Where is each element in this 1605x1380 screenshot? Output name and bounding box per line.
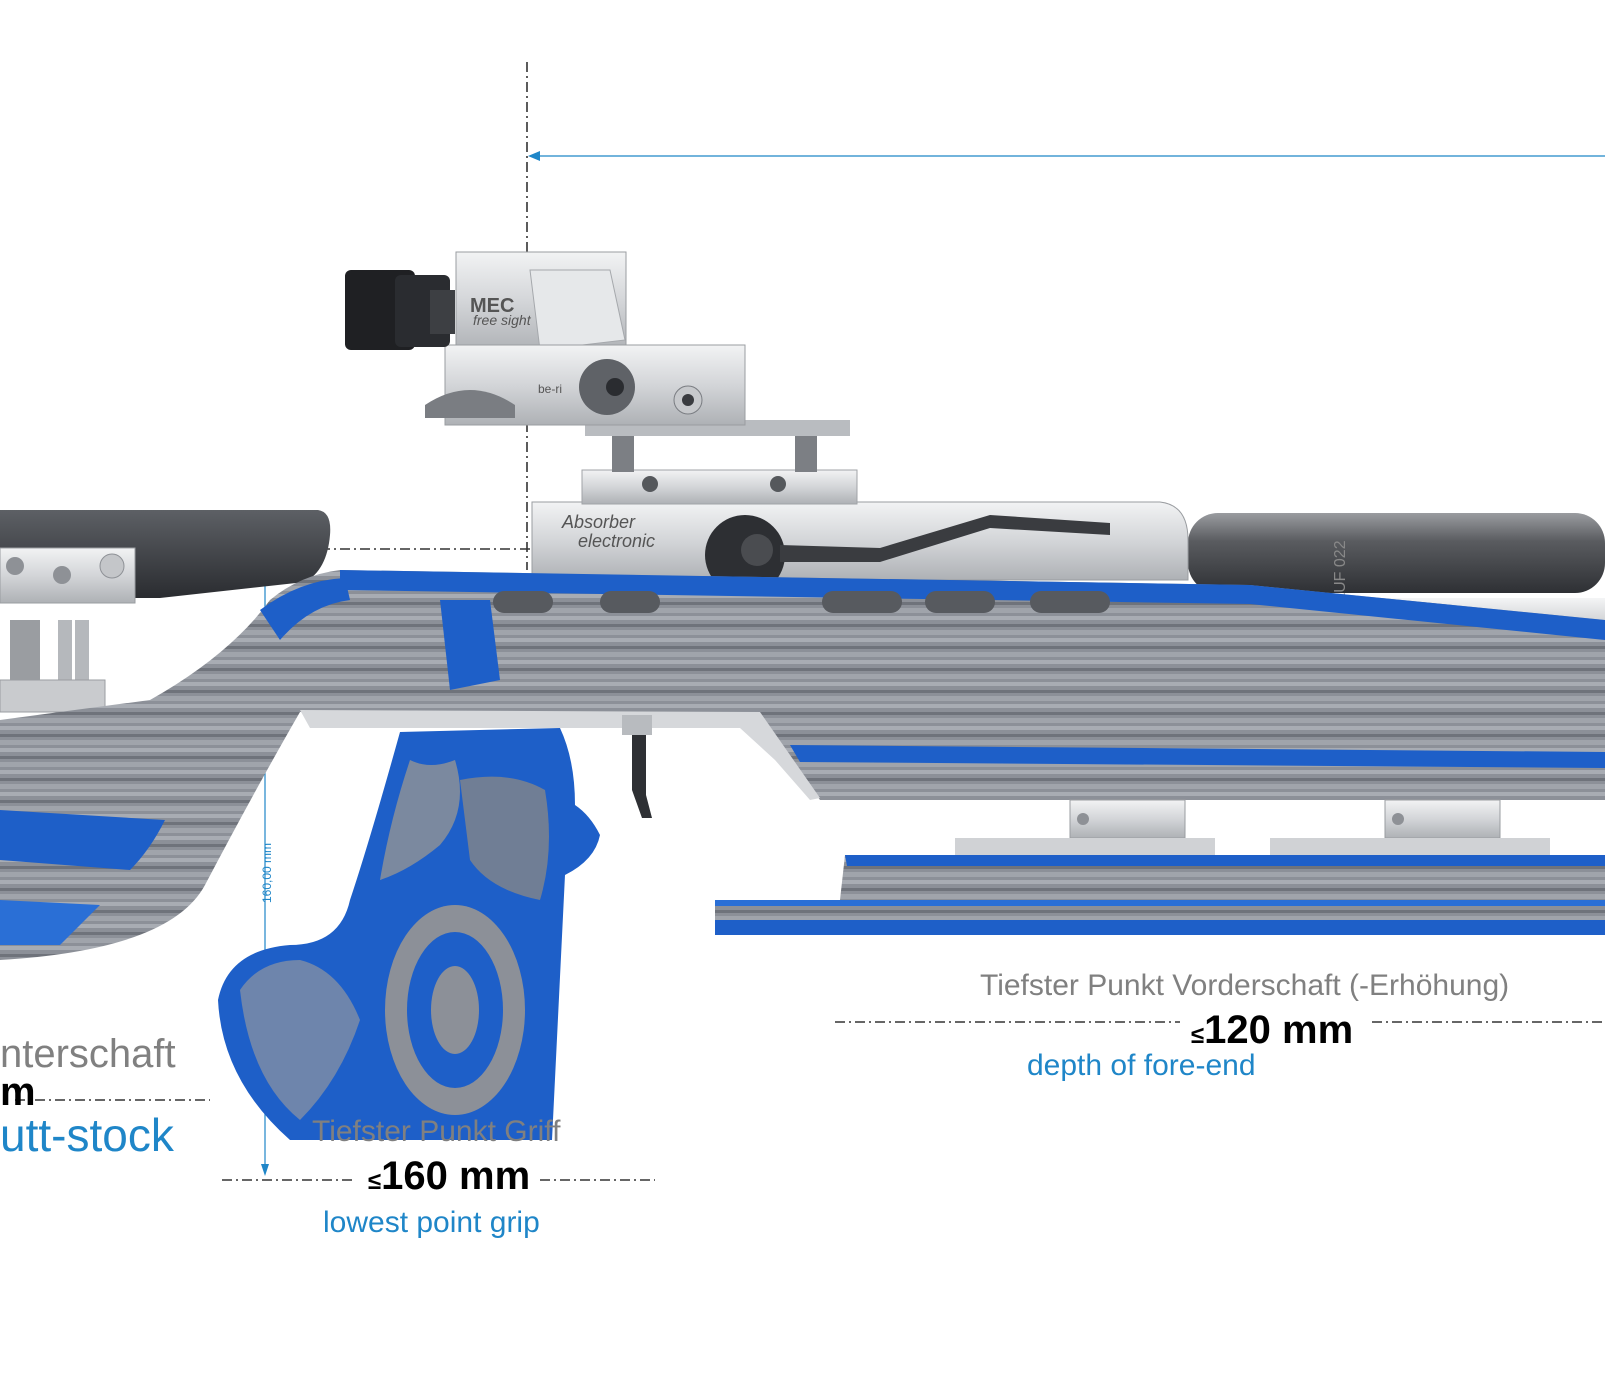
vent-slot-4 [925,591,995,613]
cheek-piece [0,510,331,713]
grip-label-de: Tiefster Punkt Griff [312,1115,561,1148]
absorber-label-2: electronic [578,531,655,551]
riser-screw-1 [1077,813,1089,825]
stock-blue-wrist [440,600,500,690]
grip-arrow-bottom [261,1164,269,1176]
grip-label-en: lowest point grip [323,1206,540,1239]
sight-post-2 [795,430,817,472]
cocking-lever [780,515,1110,562]
riser-blue-top [845,855,1605,866]
trigger [622,715,652,818]
forend-le-sign: ≤ [1191,1022,1205,1049]
cheek-post-threaded [10,620,40,690]
grip-value-number: 160 mm [381,1154,531,1198]
cheek-post-2 [75,620,89,690]
riser-rail [715,855,1605,935]
rail-screw-2 [770,476,786,492]
riser-clamp-1 [955,838,1215,856]
sight-model: free sight [473,312,532,328]
stock-blue-band-mid [790,745,1605,768]
stock [0,570,1605,960]
riser-blue-bottom [715,920,1605,935]
stock-blue-band-butt [0,810,165,870]
cheek-clamp [0,679,106,713]
rail-screw-1 [642,476,658,492]
stock-blue-comb [260,578,350,640]
vent-slot-3 [822,591,902,613]
vent-slot-2 [600,591,660,613]
sight-maker: be-ri [538,382,562,396]
forend-value: ≤120 mm [1191,1010,1353,1050]
diopter-sight: MEC free sight be-ri [345,251,746,426]
forend-riser [715,799,1605,935]
hex-screw-socket [682,394,694,406]
sight-brand: MEC [470,295,514,317]
sight-post-1 [612,430,634,472]
grip-grain-2 [460,776,549,900]
pistol-grip [218,728,600,1140]
forend-label-de: Tiefster Punkt Vorderschaft (-Erhöhung) [980,969,1510,1002]
grip-vertical-dimension-label: 160,00 mm [260,842,274,903]
riser-bracket-1 [1069,799,1186,839]
buttstock-label-en: utt-stock [0,1109,174,1161]
action: Absorber electronic [531,420,1189,595]
trigger-blade [632,735,652,818]
riser-blue-mid [715,900,1605,906]
barrel [1188,513,1605,593]
grip-value: ≤160 mm [368,1156,530,1196]
absorber-label-1: Absorber [561,512,636,532]
riser-screw-2 [1392,813,1404,825]
windage-knob [425,390,515,418]
riser-clamp-2 [1270,838,1550,856]
elevation-knob-center [606,378,624,396]
stock-blue-band-top [340,570,1605,640]
grip-knot-inner [431,966,479,1054]
vent-slot-1 [493,591,553,613]
cheek-screw-2 [53,566,71,584]
buttstock-value: m [0,1070,36,1114]
cheek-screw-1 [6,557,24,575]
forend-label-en: depth of fore-end [1027,1049,1256,1082]
cheek-screw-3 [99,553,125,579]
cocking-lever-center [741,534,773,566]
trigger-housing [622,715,652,735]
sight-hood [529,269,626,351]
grip-le-sign: ≤ [368,1168,382,1195]
buttstock-body [0,570,1605,960]
grip-grain-1 [380,760,460,880]
length-arrow-head [528,151,540,161]
eye-lens-rear [430,290,455,334]
buttstock-label-de: nterschaft [0,1032,176,1076]
stock-blue-band-butt-low [0,900,100,945]
riser-bracket-2 [1384,799,1501,839]
rail-block [581,469,858,505]
grip-grain-left [240,960,360,1120]
cheek-post-1 [58,620,72,690]
forend-value-number: 120 mm [1204,1008,1354,1052]
vent-slot-5 [1030,591,1110,613]
